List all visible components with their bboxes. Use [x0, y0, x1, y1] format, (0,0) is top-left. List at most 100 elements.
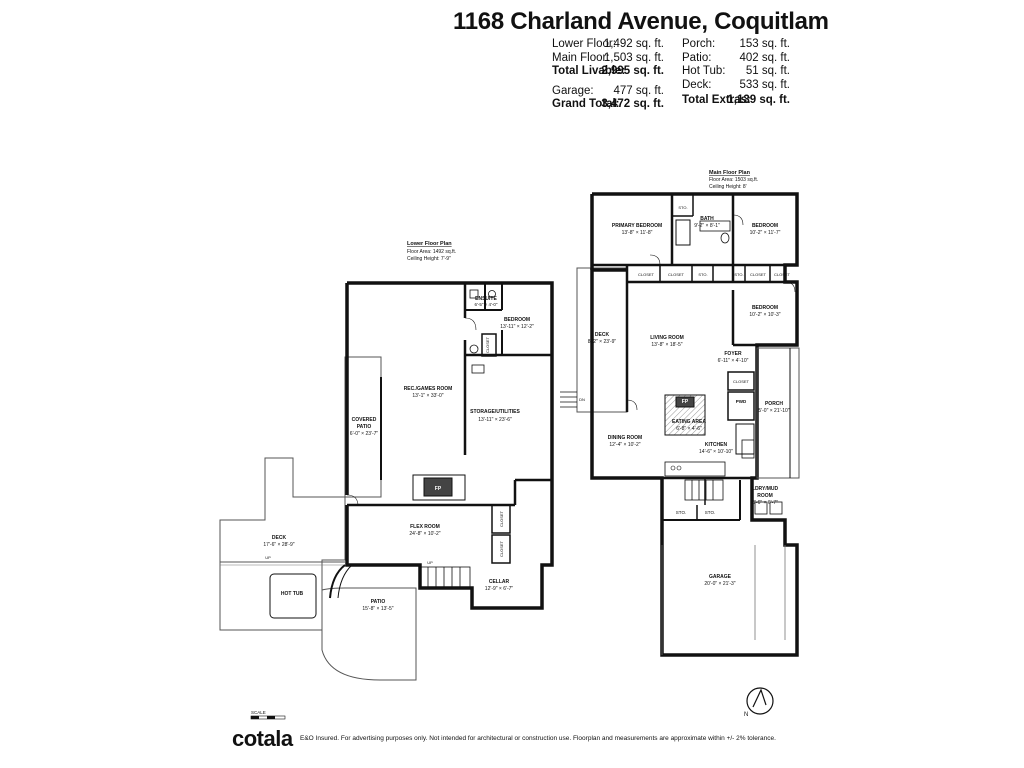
stat-label: Patio: [682, 51, 712, 64]
closet-label: CLOSET [733, 379, 750, 384]
lower-plan-ceiling: Ceiling Height: 7'-9" [407, 256, 451, 262]
powder-room [727, 391, 755, 421]
vanity [699, 220, 731, 232]
room-dim: 5'-0" × 21'-10" [758, 408, 789, 414]
stat-row: Total Extras:1,139 sq. ft. [682, 94, 790, 108]
door-swing [626, 399, 638, 411]
stat-row: Garage:477 sq. ft. [552, 85, 664, 99]
room-name: PRIMARY BEDROOM [612, 223, 662, 229]
closet-label: CLOSET [485, 336, 490, 353]
room-name: HOT TUB [281, 591, 304, 597]
stat-row: Deck: 533 sq. ft. [682, 79, 790, 93]
utility-box [471, 364, 485, 374]
up-label: UP [265, 555, 271, 560]
room-name: FLEX ROOM [410, 524, 440, 530]
room-name: BATH [700, 216, 714, 222]
room-dim: 20'-0" × 21'-3" [704, 581, 735, 587]
fireplace [423, 477, 453, 497]
sto-label: STO. [678, 205, 687, 210]
patio-stair-arc [337, 564, 353, 599]
lower-exterior-walls [345, 281, 554, 610]
stat-label: Deck: [682, 78, 712, 91]
room-name: CELLAR [489, 579, 510, 585]
ensuite-fixture [488, 290, 496, 298]
lower-stairs [419, 566, 471, 588]
stat-value: 533 sq. ft. [739, 78, 790, 91]
scale-bar [250, 715, 286, 720]
stat-row: Patio: 402 sq. ft. [682, 52, 790, 66]
flex-closet [491, 504, 511, 534]
main-plan-heading: Main Floor Plan [709, 170, 751, 176]
room-dim: 6'-11" × 4'-10" [718, 358, 749, 364]
room-dim: 13'-1" × 33'-0" [412, 393, 443, 399]
washer [754, 501, 768, 515]
room-name: COVERED [352, 417, 377, 423]
stat-row: Lower Floor:1,492 sq. ft. [552, 38, 664, 52]
room-dim: 9'-2" × 8'-1" [694, 223, 720, 229]
room-dim: 10'-2" × 10'-3" [749, 312, 780, 318]
room-name: REC./GAMES ROOM [404, 386, 453, 392]
room-dim: 8'-6" × 6'-7" [752, 500, 778, 506]
flex-closet [491, 534, 511, 564]
main-stairs [684, 479, 724, 501]
stat-label: Total Extras: [682, 94, 751, 106]
room-name: LDRY/MUD [752, 486, 779, 492]
stat-value: 1,492 sq. ft. [603, 38, 664, 50]
fp-label: FP [682, 399, 689, 405]
room-name: FOYER [724, 351, 742, 357]
room-name: ENSUITE [475, 296, 497, 302]
stove-burner [676, 465, 682, 471]
lower-plan-area: Floor Area: 1492 sq.ft. [407, 249, 456, 255]
stat-row: Main Floor:1,503 sq. ft. [552, 52, 664, 66]
cotala-logo: cotala [232, 726, 293, 751]
room-dim: 8'-2" × 23'-9" [588, 339, 617, 345]
main-fireplace [675, 396, 695, 408]
main-floor-plan [560, 192, 800, 657]
stat-label: Lower Floor: [552, 38, 616, 50]
dn-label: DN [579, 397, 585, 402]
room-name: BEDROOM [504, 317, 530, 323]
sto-label: STO. [676, 510, 686, 515]
stat-label: Main Floor: [552, 51, 610, 64]
main-plan-area: Floor Area: 1503 sq.ft. [709, 177, 758, 183]
sto-label: STO. [734, 272, 743, 277]
room-name: KITCHEN [705, 442, 728, 448]
room-dim: 14'-6" × 10'-10" [699, 449, 733, 455]
pwd-label: PWD [736, 399, 747, 404]
main-exterior-walls [590, 192, 799, 657]
porch-outline [756, 347, 800, 479]
stat-row: Hot Tub:51 sq. ft. [682, 65, 790, 79]
patio-stair-arc [329, 564, 346, 599]
stats-right: Porch:153 sq. ft. Patio: 402 sq. ft. Hot … [682, 38, 790, 108]
sto-label: STO. [698, 272, 707, 277]
room-dim: 13'-11" × 23'-6" [478, 417, 512, 423]
lower-closet [481, 333, 497, 357]
room-name: STORAGE/UTILITIES [470, 409, 520, 415]
room-name: LIVING ROOM [650, 335, 684, 341]
room-name: DINING ROOM [608, 435, 642, 441]
water-heater [469, 344, 479, 354]
door-swing [732, 214, 744, 226]
main-plan-ceiling: Ceiling Height: 8' [709, 184, 747, 190]
toilet [720, 232, 730, 244]
room-name: DECK [272, 535, 287, 541]
stat-value: 1,139 sq. ft. [727, 94, 790, 106]
stat-row: Total Livable:2,995 sq. ft. [552, 65, 664, 79]
room-name: BEDROOM [752, 305, 778, 311]
closet-label: CLOSET [774, 272, 791, 277]
room-dim: 13'-8" × 11'-8" [622, 230, 653, 236]
lower-plan-heading: Lower Floor Plan [407, 241, 452, 247]
room-dim: 24'-8" × 10'-2" [409, 531, 440, 537]
door-swing [649, 254, 661, 266]
room-dim: 17'-6" × 28'-9" [263, 542, 294, 548]
stat-value: 402 sq. ft. [739, 51, 790, 64]
room-dim: 13'-11" × 12'-2" [500, 324, 534, 330]
lower-floor-plan [219, 281, 554, 681]
room-name: PATIO [357, 424, 372, 430]
stats-left: Lower Floor:1,492 sq. ft. Main Floor:1,5… [552, 38, 664, 112]
stat-value: 2,995 sq. ft. [601, 65, 664, 77]
dryer [769, 501, 783, 515]
stat-row: Porch:153 sq. ft. [682, 38, 790, 52]
room-dim: 6'-8" × 4'-6" [676, 426, 702, 432]
